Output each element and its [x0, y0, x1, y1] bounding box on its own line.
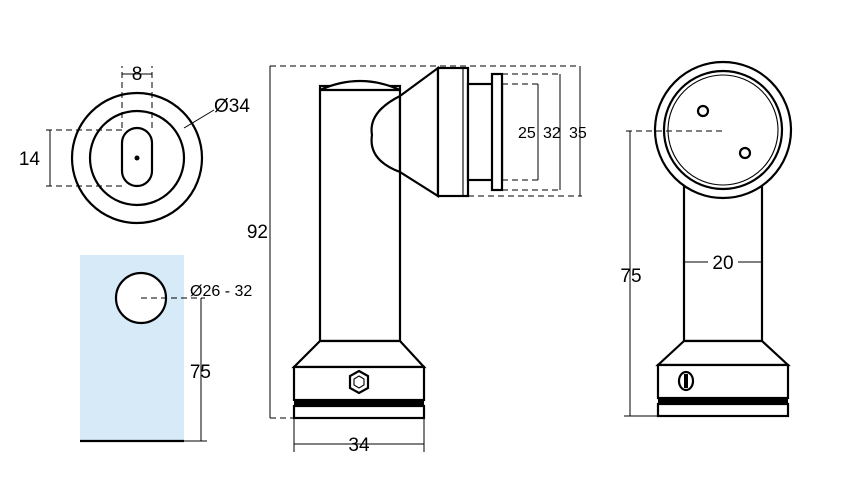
dim-hole-height: 14 — [19, 149, 41, 170]
screw-washer — [490, 72, 504, 192]
base-stripe — [294, 400, 424, 406]
flare-coupling — [398, 65, 440, 198]
dim-tube-width: 20 — [712, 253, 733, 274]
glass-panel-view — [80, 255, 207, 443]
rear-inner-disc — [662, 69, 784, 191]
front-view — [44, 66, 215, 225]
dim-right-height: 75 — [620, 266, 641, 287]
dim-base-width: 34 — [348, 435, 370, 456]
base-flare — [291, 339, 427, 369]
dim-glass-height: 75 — [190, 362, 211, 383]
rear-base-flare — [655, 339, 791, 367]
rear-base-stripe — [658, 398, 788, 404]
post-cap — [319, 79, 401, 92]
base-bottom — [292, 404, 426, 420]
dim-hole-width: 8 — [132, 64, 143, 85]
rear-hole-2 — [738, 146, 752, 160]
dim-inner-32: 32 — [543, 125, 561, 142]
rear-base-block — [656, 363, 790, 400]
hex-socket-icon — [348, 369, 370, 395]
center-dot — [134, 155, 140, 161]
rear-hole-1 — [696, 104, 710, 118]
side-view — [269, 65, 582, 452]
dim-outer-35: 35 — [569, 125, 587, 142]
dim-inner-25: 25 — [518, 125, 536, 142]
dim-glass-hole: Ø26 - 32 — [190, 283, 252, 300]
dome-joint — [370, 94, 402, 174]
dim-total-height: 92 — [247, 222, 268, 243]
dim-outer-diameter: Ø34 — [214, 96, 250, 117]
rear-base-bottom — [656, 402, 790, 418]
rear-view — [624, 60, 793, 418]
